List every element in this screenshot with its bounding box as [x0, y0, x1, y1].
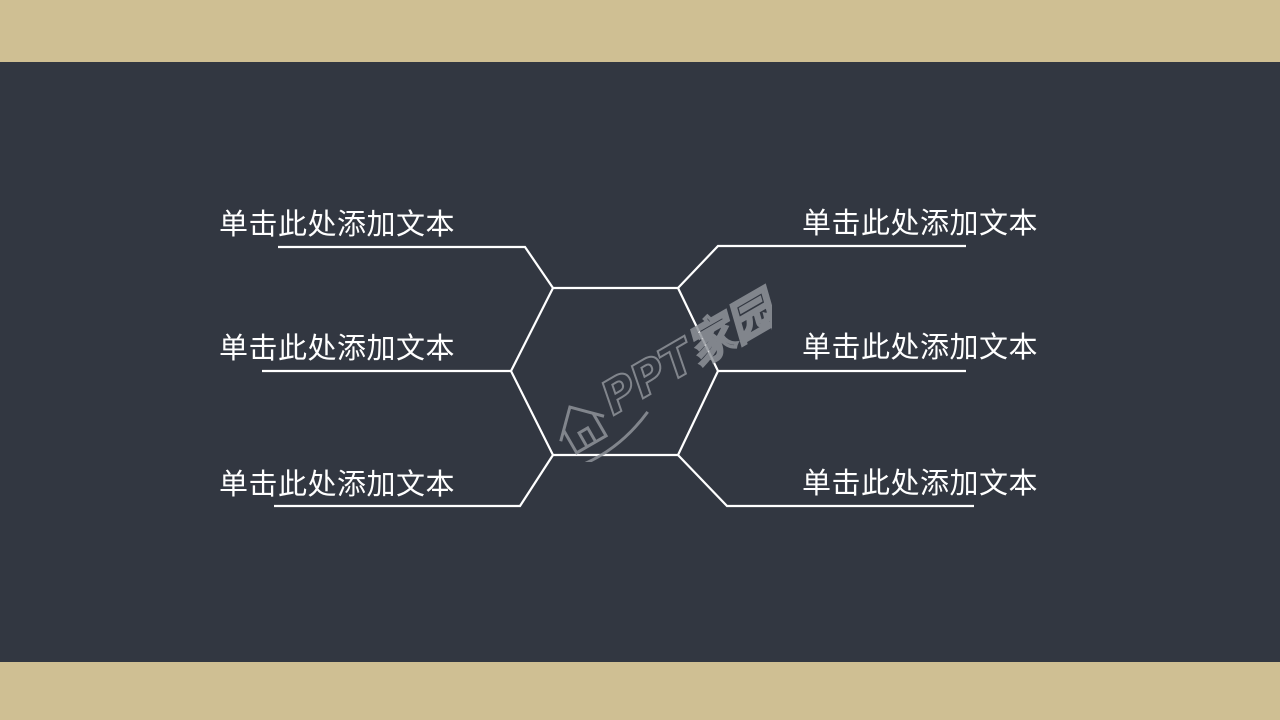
content-panel [0, 62, 1280, 662]
top-band [0, 0, 1280, 62]
connector-right-bottom [677, 454, 974, 508]
label-right-middle: 单击此处添加文本 [802, 330, 1039, 364]
watermark-logo: PPT家园 [512, 262, 791, 472]
watermark-text: PPT家园 [591, 280, 772, 426]
bottom-band [0, 662, 1280, 720]
label-left-middle: 单击此处添加文本 [219, 331, 456, 365]
label-left-top: 单击此处添加文本 [219, 207, 456, 241]
connector-left-top [278, 245, 554, 289]
label-right-top: 单击此处添加文本 [802, 206, 1039, 240]
connector-left-bottom [274, 454, 554, 508]
label-right-bottom: 单击此处添加文本 [802, 466, 1039, 500]
label-left-bottom: 单击此处添加文本 [219, 467, 456, 501]
connector-right-top [677, 244, 966, 289]
